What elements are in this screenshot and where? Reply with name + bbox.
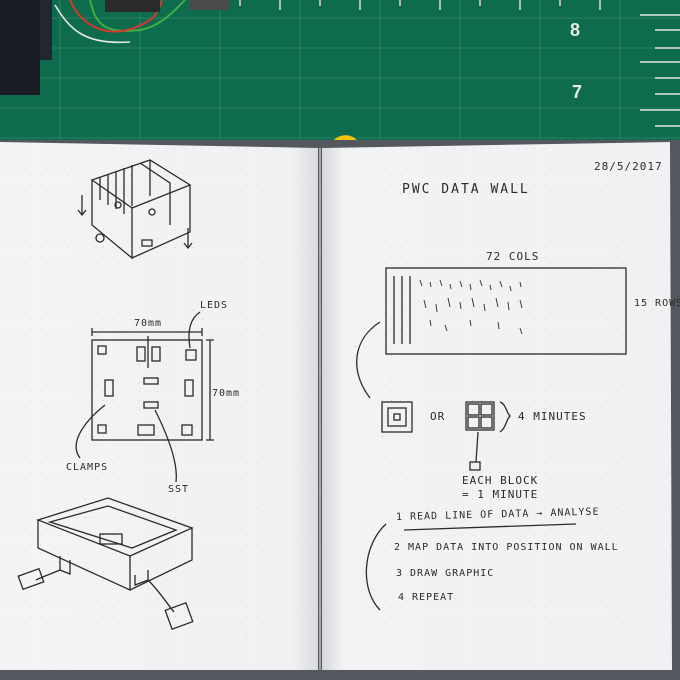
or-label: OR [430, 410, 446, 423]
dark-object [0, 0, 40, 95]
component-2 [190, 0, 230, 10]
dimension-side-label: 70mm [212, 388, 241, 399]
step-3: 3 DRAW GRAPHIC [396, 568, 495, 579]
mat-grid [0, 0, 680, 160]
ruler-number-7: 7 [572, 82, 583, 102]
minutes-label: 4 MINUTES [518, 410, 587, 423]
cols-label: 72 COLS [486, 250, 540, 263]
steps-marks [365, 523, 577, 611]
data-wall-grid [385, 267, 627, 355]
step-4: 4 REPEAT [398, 592, 455, 603]
rows-label: 15 ROWS [634, 298, 680, 309]
3d-enclosure-sketch [17, 497, 194, 630]
cutting-mat [0, 0, 680, 160]
component [105, 0, 160, 12]
grid-marks [419, 279, 523, 335]
wire-green [89, 0, 186, 32]
leds-label: LEDS [200, 300, 229, 311]
left-page-dots [0, 142, 318, 670]
wire-white [54, 4, 131, 44]
sst-label: SST [168, 484, 190, 495]
page-title: PWC DATA WALL [402, 182, 530, 197]
clamps-label: CLAMPS [66, 462, 109, 473]
isometric-box-sketch [77, 159, 193, 260]
ruler-number-8: 8 [570, 20, 581, 40]
loop-arrow-1 [356, 321, 381, 399]
step-2: 2 MAP DATA INTO POSITION ON WALL [394, 542, 619, 553]
right-page-dots [322, 142, 672, 670]
panel-plan-sketch [75, 311, 214, 483]
dark-object-edge [40, 0, 52, 60]
mat-ticks [199, 0, 680, 127]
one-minute-label: = 1 MINUTE [462, 488, 539, 501]
each-block-label: EACH BLOCK [462, 474, 539, 487]
date-label: 28/5/2017 [594, 160, 663, 173]
block-icons [381, 401, 511, 471]
dimension-top-label: 70mm [134, 318, 163, 329]
